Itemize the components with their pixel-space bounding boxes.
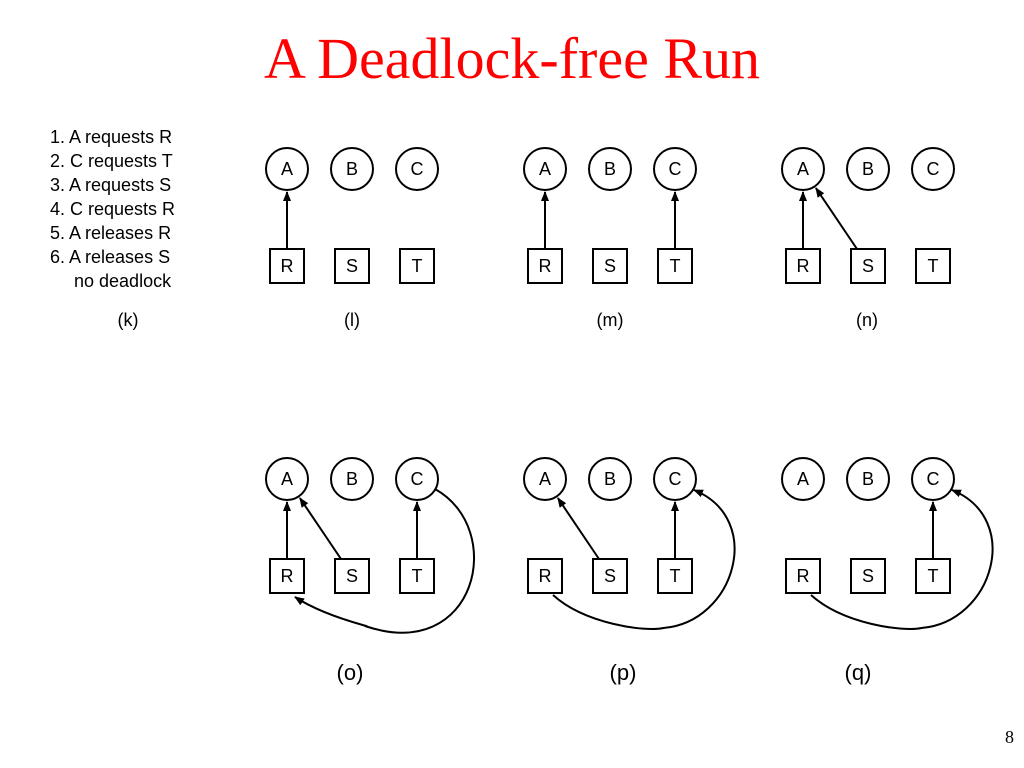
resource-label-s-m: S bbox=[604, 256, 616, 276]
process-node-a-q bbox=[781, 457, 825, 501]
step-2: 2. C requests T bbox=[50, 151, 173, 171]
resource-label-t-l: T bbox=[412, 256, 423, 276]
process-node-b-n bbox=[846, 147, 890, 191]
process-node-a-p bbox=[523, 457, 567, 501]
edge-s-a-p bbox=[557, 497, 600, 560]
resource-label-t-n: T bbox=[928, 256, 939, 276]
process-node-b-m bbox=[588, 147, 632, 191]
step-5: 5. A releases R bbox=[50, 223, 172, 243]
process-node-a-o bbox=[265, 457, 309, 501]
process-label-a-l: A bbox=[281, 159, 293, 179]
process-label-b-p: B bbox=[604, 469, 616, 489]
resource-label-r-l: R bbox=[281, 256, 294, 276]
caption-p: (p) bbox=[605, 660, 641, 686]
edge-s-a-o bbox=[299, 497, 342, 560]
resource-label-r-m: R bbox=[539, 256, 552, 276]
process-node-a-l bbox=[265, 147, 309, 191]
resource-node-s-n bbox=[850, 248, 886, 284]
process-node-a-m bbox=[523, 147, 567, 191]
resource-node-t-l bbox=[399, 248, 435, 284]
process-label-b-n: B bbox=[862, 159, 874, 179]
resource-node-t-m bbox=[657, 248, 693, 284]
resource-node-t-o bbox=[399, 558, 435, 594]
resource-node-s-l bbox=[334, 248, 370, 284]
resource-node-t-n bbox=[915, 248, 951, 284]
edge-c-r-o bbox=[294, 488, 476, 634]
panel-label-n: (n) bbox=[856, 310, 878, 330]
resource-label-t-o: T bbox=[412, 566, 423, 586]
process-label-c-q: C bbox=[927, 469, 940, 489]
panel-label-l: (l) bbox=[344, 310, 360, 330]
process-label-a-q: A bbox=[797, 469, 809, 489]
process-node-b-o bbox=[330, 457, 374, 501]
resource-label-r-n: R bbox=[797, 256, 810, 276]
process-node-c-q bbox=[911, 457, 955, 501]
slide-title: A Deadlock-free Run bbox=[263, 26, 761, 91]
process-label-b-q: B bbox=[862, 469, 874, 489]
panel-label-m: (m) bbox=[596, 310, 624, 330]
panel-label-k: (k) bbox=[117, 310, 139, 330]
process-node-b-q bbox=[846, 457, 890, 501]
process-label-c-o: C bbox=[411, 469, 424, 489]
process-label-a-m: A bbox=[539, 159, 551, 179]
resource-node-r-l bbox=[269, 248, 305, 284]
edge-r-c-p bbox=[552, 489, 736, 630]
process-label-c-m: C bbox=[669, 159, 682, 179]
process-node-a-n bbox=[781, 147, 825, 191]
resource-label-s-n: S bbox=[862, 256, 874, 276]
resource-label-s-p: S bbox=[604, 566, 616, 586]
process-label-b-l: B bbox=[346, 159, 358, 179]
resource-node-r-p bbox=[527, 558, 563, 594]
process-label-a-p: A bbox=[539, 469, 551, 489]
process-node-b-p bbox=[588, 457, 632, 501]
step-3: 3. A requests S bbox=[50, 175, 172, 195]
resource-label-s-l: S bbox=[346, 256, 358, 276]
process-node-c-n bbox=[911, 147, 955, 191]
process-label-c-l: C bbox=[411, 159, 424, 179]
process-node-c-l bbox=[395, 147, 439, 191]
process-label-a-n: A bbox=[797, 159, 809, 179]
resource-node-s-m bbox=[592, 248, 628, 284]
process-label-a-o: A bbox=[281, 469, 293, 489]
edge-s-a-n bbox=[815, 187, 858, 250]
resource-label-s-o: S bbox=[346, 566, 358, 586]
process-label-b-o: B bbox=[346, 469, 358, 489]
resource-label-s-q: S bbox=[862, 566, 874, 586]
resource-node-r-m bbox=[527, 248, 563, 284]
process-node-c-p bbox=[653, 457, 697, 501]
resource-label-r-o: R bbox=[281, 566, 294, 586]
step-4: 4. C requests R bbox=[50, 199, 176, 219]
resource-label-r-q: R bbox=[797, 566, 810, 586]
process-node-c-m bbox=[653, 147, 697, 191]
process-label-c-p: C bbox=[669, 469, 682, 489]
resource-label-t-p: T bbox=[670, 566, 681, 586]
resource-node-t-p bbox=[657, 558, 693, 594]
resource-node-r-q bbox=[785, 558, 821, 594]
page-number: 8 bbox=[1005, 727, 1014, 747]
event-sequence-list: 1. A requests R 2. C requests T 3. A req… bbox=[50, 125, 175, 293]
caption-q: (q) bbox=[840, 660, 876, 686]
caption-o: (o) bbox=[332, 660, 368, 686]
process-node-b-l bbox=[330, 147, 374, 191]
resource-label-t-q: T bbox=[928, 566, 939, 586]
process-label-c-n: C bbox=[927, 159, 940, 179]
process-node-c-o bbox=[395, 457, 439, 501]
resource-label-r-p: R bbox=[539, 566, 552, 586]
process-label-b-m: B bbox=[604, 159, 616, 179]
resource-label-t-m: T bbox=[670, 256, 681, 276]
resource-node-s-o bbox=[334, 558, 370, 594]
resource-node-s-p bbox=[592, 558, 628, 594]
resource-node-s-q bbox=[850, 558, 886, 594]
step-result: no deadlock bbox=[74, 271, 172, 291]
step-6: 6. A releases S bbox=[50, 247, 171, 267]
edge-r-c-q bbox=[810, 489, 994, 630]
step-1: 1. A requests R bbox=[50, 127, 173, 147]
